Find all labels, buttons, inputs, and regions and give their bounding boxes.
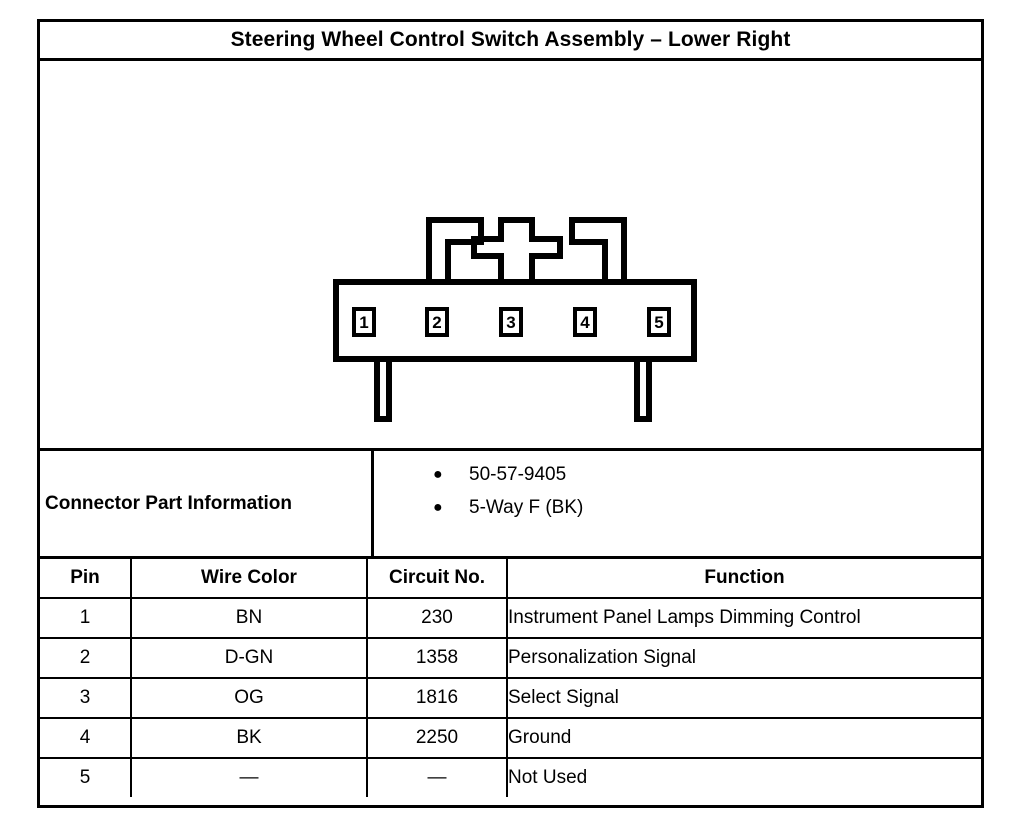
connector-diagram-panel: 1 2 3 4 5 bbox=[40, 61, 981, 451]
right-key-tab bbox=[569, 217, 627, 283]
pin-number-1: 1 bbox=[359, 313, 368, 332]
cell-pin: 5 bbox=[40, 757, 132, 797]
column-header-circuit-no: Circuit No. bbox=[366, 559, 508, 599]
cell-function: Select Signal bbox=[506, 677, 981, 719]
cell-function: Personalization Signal bbox=[506, 637, 981, 679]
table-row: 5 — — Not Used bbox=[40, 757, 981, 797]
pin-box-1 bbox=[352, 307, 376, 337]
connector-type-description: 5-Way F (BK) bbox=[469, 496, 584, 518]
connector-body bbox=[333, 279, 697, 362]
cell-function: Instrument Panel Lamps Dimming Control bbox=[506, 597, 981, 639]
column-header-function: Function bbox=[506, 559, 981, 599]
cell-wire-color: BK bbox=[130, 717, 368, 759]
table-row: 3 OG 1816 Select Signal bbox=[40, 677, 981, 719]
list-item: ● 5-Way F (BK) bbox=[433, 491, 981, 524]
pin-box-2 bbox=[425, 307, 449, 337]
cell-function: Ground bbox=[506, 717, 981, 759]
left-lock-prong bbox=[374, 359, 392, 422]
cell-wire-color: — bbox=[130, 757, 368, 797]
cell-circuit-no: 2250 bbox=[366, 717, 508, 759]
cell-pin: 2 bbox=[40, 637, 132, 679]
connector-part-information-row: Connector Part Information ● 50-57-9405 … bbox=[40, 451, 981, 559]
table-row: 2 D-GN 1358 Personalization Signal bbox=[40, 637, 981, 679]
column-header-pin: Pin bbox=[40, 559, 132, 599]
cell-pin: 1 bbox=[40, 597, 132, 639]
cell-wire-color: D-GN bbox=[130, 637, 368, 679]
bullet-icon: ● bbox=[433, 465, 443, 483]
pin-number-4: 4 bbox=[580, 313, 590, 332]
connector-info-sheet: Steering Wheel Control Switch Assembly –… bbox=[37, 19, 984, 808]
cell-wire-color: BN bbox=[130, 597, 368, 639]
cell-circuit-no: 230 bbox=[366, 597, 508, 639]
cell-wire-color: OG bbox=[130, 677, 368, 719]
table-row: 4 BK 2250 Ground bbox=[40, 717, 981, 759]
pin-number-2: 2 bbox=[432, 313, 441, 332]
pin-number-5: 5 bbox=[654, 313, 663, 332]
pin-box-4 bbox=[573, 307, 597, 337]
right-lock-prong bbox=[634, 359, 652, 422]
pin-number-3: 3 bbox=[506, 313, 515, 332]
column-header-wire-color: Wire Color bbox=[130, 559, 368, 599]
pin-box-3 bbox=[499, 307, 523, 337]
page-title: Steering Wheel Control Switch Assembly –… bbox=[230, 28, 791, 51]
table-header-row: Pin Wire Color Circuit No. Function bbox=[40, 559, 981, 599]
bullet-icon: ● bbox=[433, 498, 443, 516]
pin-box-5 bbox=[647, 307, 671, 337]
connector-face-drawing: 1 2 3 4 5 bbox=[333, 217, 697, 422]
list-item: ● 50-57-9405 bbox=[433, 458, 981, 491]
connector-part-information-list: ● 50-57-9405 ● 5-Way F (BK) bbox=[374, 451, 981, 556]
connector-part-information-label-cell: Connector Part Information bbox=[40, 451, 374, 556]
cell-function: Not Used bbox=[506, 757, 981, 797]
pin-assignment-table: Pin Wire Color Circuit No. Function 1 BN… bbox=[40, 559, 981, 797]
left-key-tab bbox=[426, 217, 484, 283]
cell-pin: 4 bbox=[40, 717, 132, 759]
table-row: 1 BN 230 Instrument Panel Lamps Dimming … bbox=[40, 597, 981, 639]
center-cross-keyway bbox=[471, 217, 563, 283]
connector-part-information-label: Connector Part Information bbox=[45, 492, 293, 514]
cell-pin: 3 bbox=[40, 677, 132, 719]
cell-circuit-no: 1358 bbox=[366, 637, 508, 679]
sheet-title-bar: Steering Wheel Control Switch Assembly –… bbox=[40, 22, 981, 61]
cell-circuit-no: — bbox=[366, 757, 508, 797]
connector-part-number: 50-57-9405 bbox=[469, 463, 567, 485]
cell-circuit-no: 1816 bbox=[366, 677, 508, 719]
